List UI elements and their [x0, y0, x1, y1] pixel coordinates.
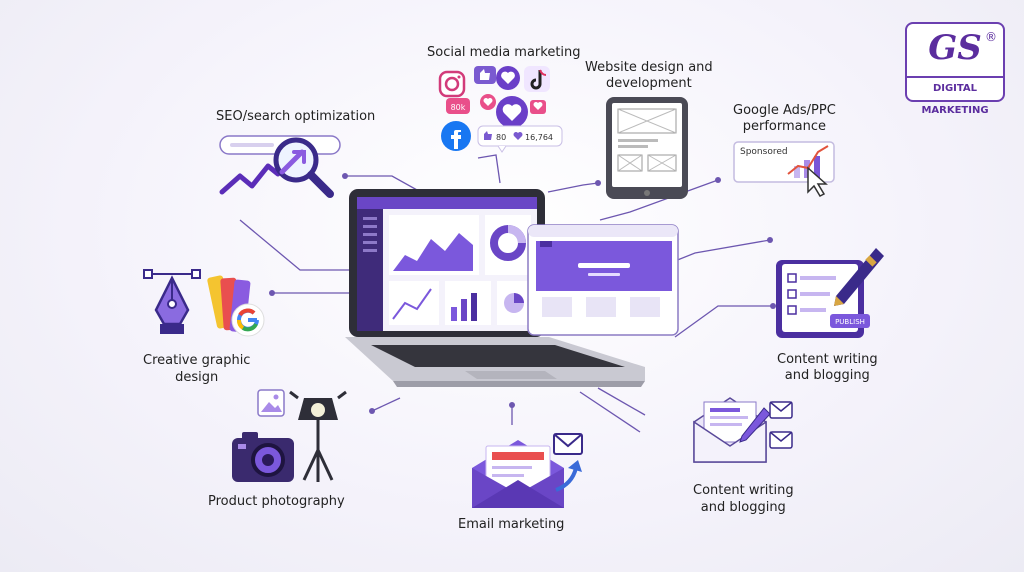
pen-publish-badge: PUBLISH — [835, 318, 865, 326]
label-google-ads: Google Ads/PPC performance — [733, 103, 836, 135]
label-content-right-line1: Content writing — [777, 352, 878, 367]
label-content-bottom-line1: Content writing — [693, 483, 794, 498]
pen-tool-icon — [143, 269, 201, 334]
heart-icon — [496, 96, 528, 128]
tiktok-icon — [524, 66, 550, 92]
fountain-pen-icon — [834, 248, 884, 306]
label-website-line1: Website design and — [585, 60, 713, 75]
image-icon — [257, 389, 285, 417]
ads-sponsored-badge: Sponsored — [740, 147, 788, 157]
label-creative-line1: Creative graphic — [143, 353, 251, 368]
checklist-notebook-icon: PUBLISH — [776, 260, 870, 338]
google-icon — [231, 303, 265, 337]
social-likes-count: 80 — [496, 133, 506, 142]
heart-icon — [496, 66, 520, 90]
label-social-media-marketing: Social media marketing — [427, 45, 581, 60]
seo-illustration — [219, 135, 341, 198]
heart-icon — [513, 132, 523, 140]
social-media-illustration: 80k 80 16,764 — [438, 66, 563, 153]
tripod-icon — [302, 420, 334, 482]
laptop-icon — [345, 189, 645, 387]
label-creative-line2: design — [175, 370, 219, 385]
label-content-writing-bottom: Content writing and blogging — [693, 482, 794, 516]
tablet-icon — [606, 97, 688, 199]
studio-light-icon — [289, 390, 347, 420]
label-google-ads-line2: performance — [742, 119, 827, 134]
fountain-pen-icon — [739, 407, 771, 443]
content-writing-email-illustration — [693, 397, 793, 463]
facebook-icon — [441, 121, 471, 151]
logo-registered: ® — [985, 30, 997, 44]
camera-icon — [232, 432, 294, 482]
label-content-right-line2: and blogging — [784, 368, 870, 383]
creative-design-illustration — [143, 269, 265, 337]
label-google-ads-line1: Google Ads/PPC — [733, 103, 836, 118]
social-views-count: 16,764 — [525, 133, 553, 142]
arrow-icon — [555, 460, 582, 492]
cursor-icon — [807, 166, 828, 197]
logo-mark: GS — [928, 28, 982, 68]
label-seo: SEO/search optimization — [216, 109, 376, 124]
envelope-icon — [553, 433, 583, 455]
label-email-marketing: Email marketing — [458, 517, 565, 532]
label-product-photography: Product photography — [208, 494, 345, 509]
email-open-icon — [472, 440, 564, 508]
magnifier-icon — [273, 137, 334, 198]
instagram-icon — [438, 70, 466, 98]
label-content-bottom-line2: and blogging — [700, 500, 786, 515]
label-website-line2: development — [605, 76, 692, 91]
sponsored-chart-icon: Sponsored — [733, 141, 835, 197]
label-creative-graphic-design: Creative graphic design — [143, 352, 250, 386]
label-content-writing-right: Content writing and blogging — [777, 352, 878, 384]
label-website-design: Website design and development — [585, 60, 713, 92]
content-writing-illustration: PUBLISH — [776, 248, 884, 338]
product-photography-illustration — [232, 389, 347, 482]
gs-digital-marketing-logo: GS ® DIGITAL MARKETING — [905, 22, 1005, 116]
envelope-icon — [769, 401, 793, 449]
social-bubble-count: 80k — [451, 103, 466, 112]
thumbs-up-icon — [484, 131, 492, 140]
logo-tagline: DIGITAL MARKETING — [907, 76, 1003, 116]
thumbs-up-icon — [474, 66, 496, 84]
browser-window-icon — [527, 224, 679, 336]
heart-icon — [530, 100, 546, 114]
heart-icon — [480, 94, 496, 110]
email-marketing-illustration — [472, 433, 583, 508]
